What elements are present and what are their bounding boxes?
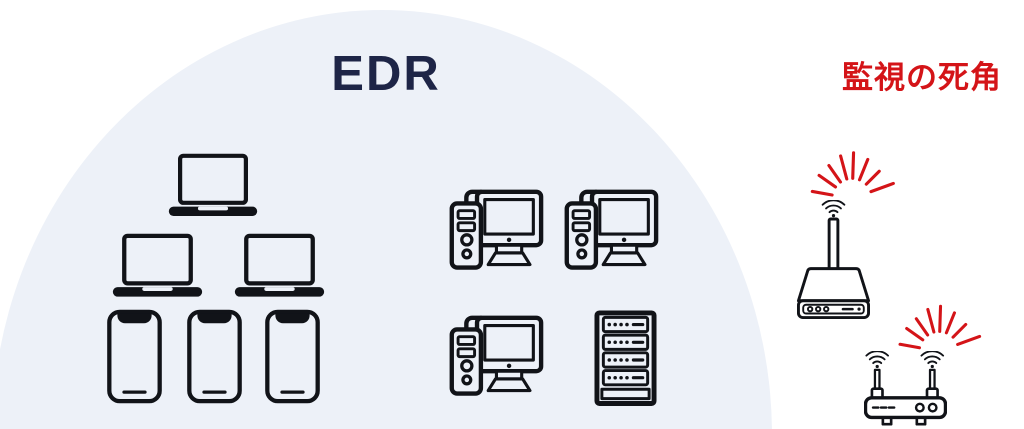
smartphone-icon <box>264 309 321 404</box>
wireless-router-icon <box>864 351 947 426</box>
alert-flash-icon <box>797 127 907 200</box>
smartphone-icon <box>106 309 163 404</box>
smartphone-icon <box>186 309 243 404</box>
desktop-pc-icon <box>559 184 660 275</box>
server-rack-icon <box>594 310 657 406</box>
laptop-icon <box>166 153 260 219</box>
laptop-icon <box>232 233 327 300</box>
alert-flash-icon <box>885 281 993 353</box>
blind-spot-title: 監視の死角 <box>842 60 1002 95</box>
desktop-pc-icon <box>444 184 545 275</box>
laptop-icon <box>110 233 205 300</box>
wifi-router-icon <box>797 200 870 319</box>
desktop-pc-icon <box>444 310 545 401</box>
edr-zone-title: EDR <box>331 47 441 101</box>
